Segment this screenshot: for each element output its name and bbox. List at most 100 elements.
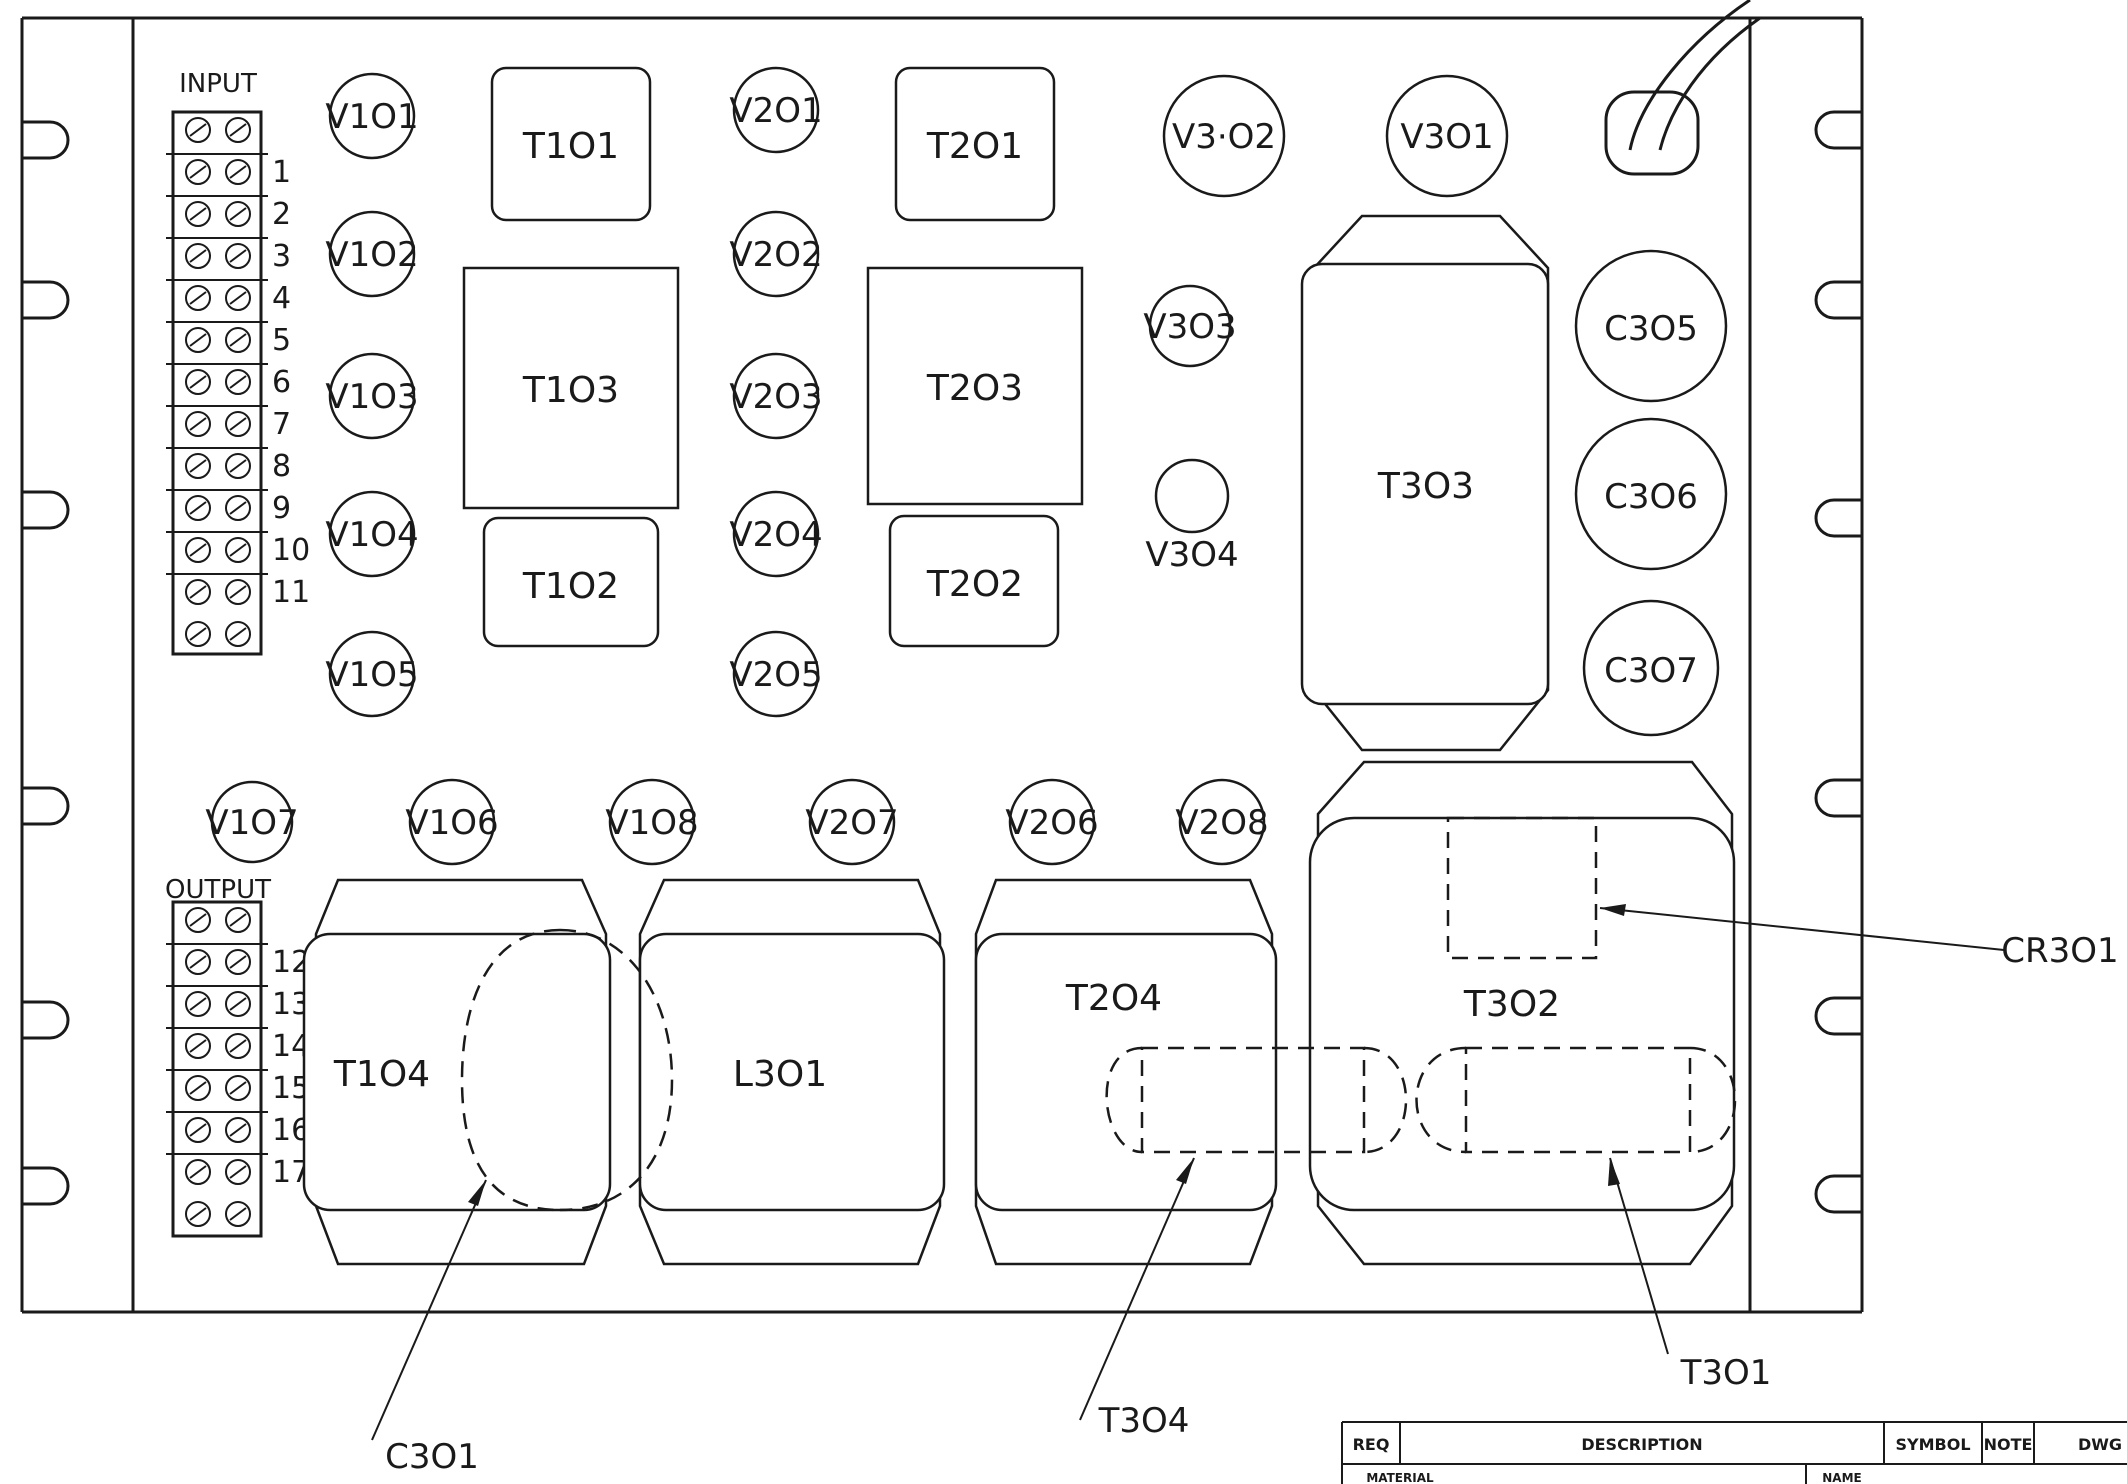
chassis-outline <box>20 0 1864 1314</box>
svg-text:T2O2: T2O2 <box>926 564 1023 605</box>
tube-v207: V2O7 <box>805 778 899 866</box>
callout-t301: T3O1 <box>1608 1157 1772 1393</box>
transformer-t101: T1O1 <box>490 66 652 222</box>
capacitor-c307: C3O7 <box>1582 599 1720 737</box>
transformer-t201: T2O1 <box>894 66 1056 222</box>
input-label: INPUT <box>179 69 257 99</box>
terminal-screw-end <box>185 907 251 933</box>
svg-text:V1O1: V1O1 <box>325 97 418 137</box>
svg-text:V1O3: V1O3 <box>325 377 418 417</box>
transformer-t304-outline <box>1105 1046 1408 1154</box>
tube-v104: V1O4 <box>325 490 419 578</box>
tube-v304: V3O4 <box>1145 458 1239 575</box>
svg-text:C3O1: C3O1 <box>385 1437 479 1477</box>
svg-text:T2O1: T2O1 <box>926 126 1023 167</box>
tube-v301: V3O1 <box>1385 74 1509 198</box>
terminal-screw-pair <box>185 495 251 521</box>
svg-text:V1O7: V1O7 <box>205 803 298 843</box>
tube-v108: V1O8 <box>605 778 699 866</box>
terminal-number: 6 <box>272 365 291 400</box>
output-label: OUTPUT <box>165 875 271 905</box>
transformer-t102: T1O2 <box>482 516 660 648</box>
svg-text:V3O1: V3O1 <box>1400 117 1493 157</box>
svg-text:T3O3: T3O3 <box>1377 466 1474 507</box>
tube-v201: V2O1 <box>729 66 823 154</box>
tube-v202: V2O2 <box>729 210 823 298</box>
tube-v106: V1O6 <box>405 778 499 866</box>
terminal-screw-pair <box>185 243 251 269</box>
svg-text:V2O3: V2O3 <box>729 377 822 417</box>
svg-text:T2O3: T2O3 <box>926 368 1023 409</box>
terminal-number: 9 <box>272 491 291 526</box>
terminal-screw-pair <box>185 1075 251 1101</box>
svg-text:V2O7: V2O7 <box>805 803 898 843</box>
svg-text:V2O5: V2O5 <box>729 655 822 695</box>
terminal-screw-pair <box>185 411 251 437</box>
svg-text:V2O2: V2O2 <box>729 235 822 275</box>
svg-text:V1O2: V1O2 <box>325 235 418 275</box>
terminal-screw-pair <box>185 327 251 353</box>
terminal-screw-end <box>185 1201 251 1227</box>
tube-v205: V2O5 <box>729 630 823 718</box>
terminal-screw-pair <box>185 991 251 1017</box>
svg-text:T1O1: T1O1 <box>522 126 619 167</box>
terminal-number: 10 <box>272 533 310 568</box>
svg-text:T3O1: T3O1 <box>1680 1353 1772 1393</box>
terminal-screw-pair <box>185 201 251 227</box>
terminal-screw-pair <box>185 579 251 605</box>
terminal-number: 8 <box>272 449 291 484</box>
svg-text:L3O1: L3O1 <box>733 1054 827 1095</box>
svg-text:T1O4: T1O4 <box>333 1054 430 1095</box>
transformer-t103: T1O3 <box>462 266 680 510</box>
terminal-number: 5 <box>272 323 291 358</box>
svg-text:CR3O1: CR3O1 <box>2001 931 2118 971</box>
svg-text:T3O4: T3O4 <box>1098 1401 1190 1441</box>
title-dwg: DWG <box>2078 1435 2122 1454</box>
transformer-t202: T2O2 <box>888 514 1060 648</box>
callout-t304: T3O4 <box>1079 1157 1195 1441</box>
inductor-l301: L3O1 <box>638 878 946 1266</box>
tube-v208: V2O8 <box>1175 778 1269 866</box>
capacitor-c301-outline <box>460 928 674 1212</box>
transformer-t203: T2O3 <box>866 266 1084 506</box>
title-name: NAME <box>1822 1471 1861 1484</box>
transformer-t302: T3O2 <box>1308 760 1736 1266</box>
terminal-number: 2 <box>272 197 291 232</box>
svg-text:V3O3: V3O3 <box>1143 307 1236 347</box>
terminal-screw-pair <box>185 1033 251 1059</box>
svg-text:T2O4: T2O4 <box>1065 978 1162 1019</box>
tube-v103: V1O3 <box>325 352 419 440</box>
tube-v203: V2O3 <box>729 352 823 440</box>
tube-v107: V1O7 <box>205 780 299 864</box>
transformer-t204: T2O4 <box>974 878 1278 1266</box>
terminal-screw-pair <box>185 537 251 563</box>
terminal-number: 7 <box>272 407 291 442</box>
svg-text:V2O8: V2O8 <box>1175 803 1268 843</box>
title-req: REQ <box>1353 1435 1390 1454</box>
terminal-number: 1 <box>272 155 291 190</box>
terminal-number: 4 <box>272 281 291 316</box>
terminal-screw-pair <box>185 1159 251 1185</box>
tube-v204: V2O4 <box>729 490 823 578</box>
transformer-t303: T3O3 <box>1300 214 1550 752</box>
callout-cr301: CR3O1 <box>1599 904 2119 971</box>
terminal-screw-pair <box>185 949 251 975</box>
capacitor-c305: C3O5 <box>1574 249 1728 403</box>
title-note: NOTE <box>1984 1435 2033 1454</box>
terminal-screw-end <box>185 117 251 143</box>
svg-text:V1O5: V1O5 <box>325 655 418 695</box>
title-description: DESCRIPTION <box>1581 1435 1702 1454</box>
title-material: MATERIAL <box>1366 1471 1434 1484</box>
svg-text:T1O2: T1O2 <box>522 566 619 607</box>
svg-text:C3O7: C3O7 <box>1604 651 1698 691</box>
svg-text:V1O8: V1O8 <box>605 803 698 843</box>
terminal-screw-end <box>185 621 251 647</box>
title-block: REQ DESCRIPTION SYMBOL NOTE DWG MATERIAL… <box>1341 1421 2127 1484</box>
terminal-screw-pair <box>185 285 251 311</box>
tube-v302: V3·O2 <box>1162 74 1286 198</box>
rectifier-cr301-outline <box>1446 816 1598 960</box>
callout-c301: C3O1 <box>371 1179 487 1477</box>
